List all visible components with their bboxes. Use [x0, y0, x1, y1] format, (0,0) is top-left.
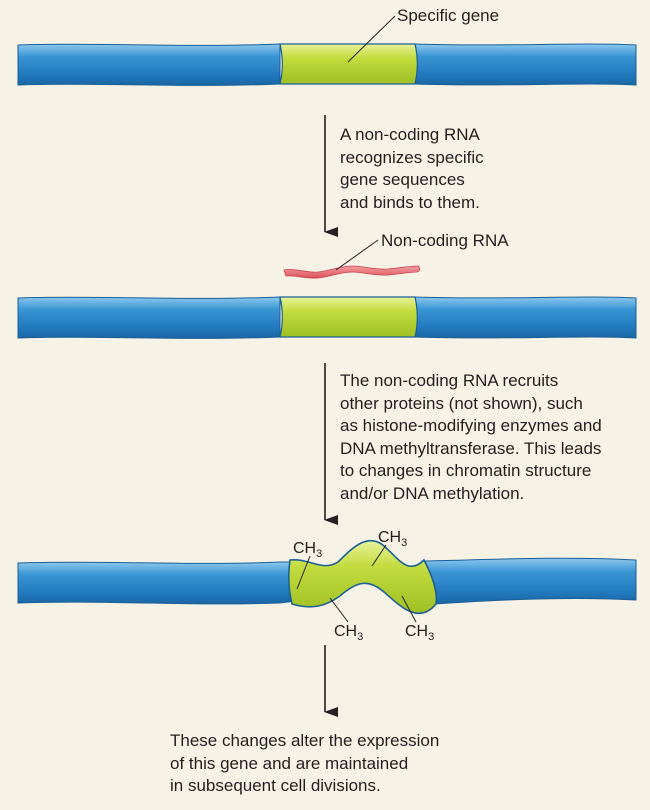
specific-gene-label: Specific gene: [397, 6, 499, 25]
dna-strand-1: [17, 43, 637, 86]
dna-left-segment: [17, 296, 281, 339]
caption-step-2: The non-coding RNA recruits other protei…: [340, 371, 602, 503]
specific-gene-segment: [279, 43, 418, 85]
methyl-leader-line: [296, 555, 311, 590]
methyl-label: CH3: [334, 623, 363, 643]
methyl-leader-line: [401, 595, 417, 623]
methyl-label: CH3: [378, 529, 407, 549]
dna-strand-2: [17, 296, 637, 339]
noncoding-rna: [283, 265, 421, 279]
dna-right-segment: [414, 296, 637, 339]
dna-right-segment: [421, 557, 637, 605]
dna-left-segment: [17, 561, 305, 605]
methyl-label: CH3: [405, 623, 434, 643]
dna-strand-3: [17, 539, 637, 615]
rna-leader-line: [335, 239, 379, 271]
gene-leader-line: [347, 15, 396, 63]
noncoding-rna-label: Non-coding RNA: [381, 231, 509, 250]
methyl-leader-line: [371, 544, 387, 567]
methyl-leader-line: [329, 597, 349, 623]
caption-step-3: These changes alter the expression of th…: [170, 731, 440, 795]
dna-left-segment: [17, 43, 281, 86]
dna-right-segment: [414, 43, 637, 86]
modified-gene-segment: [287, 539, 438, 615]
specific-gene-segment: [279, 296, 418, 338]
methyl-label: CH3: [293, 540, 322, 560]
caption-step-1: A non-coding RNA recognizes specific gen…: [340, 125, 484, 212]
